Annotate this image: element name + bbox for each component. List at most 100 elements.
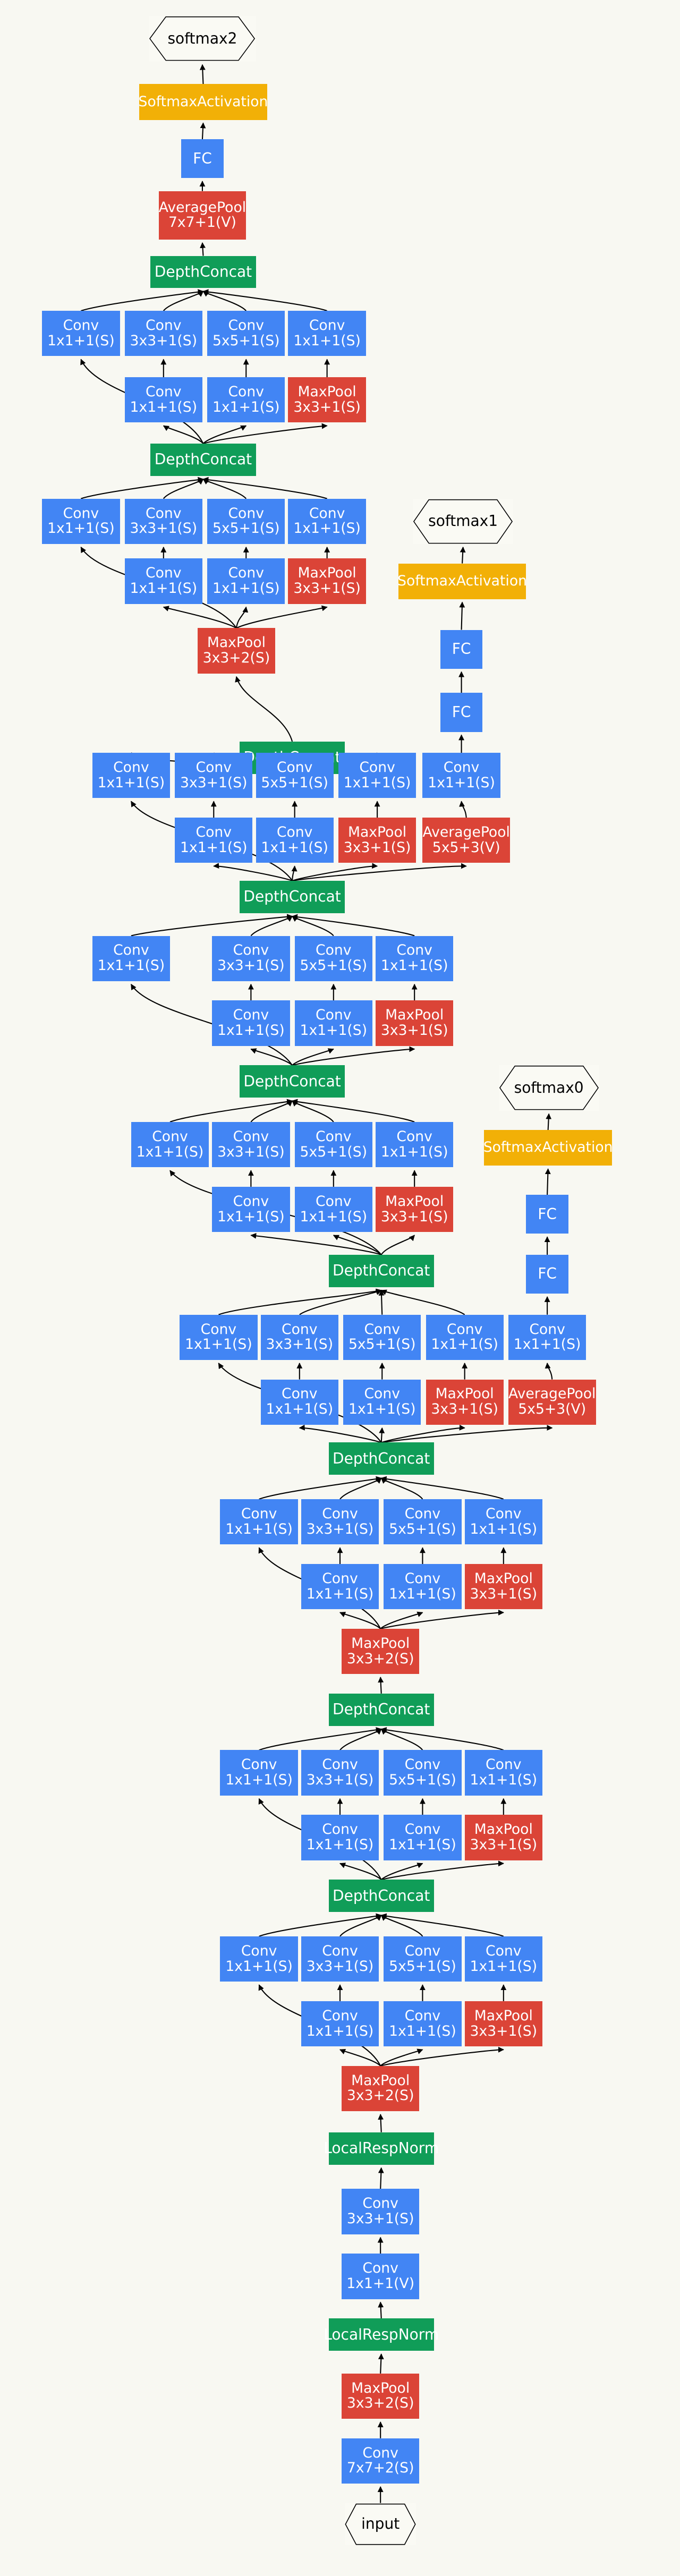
node-fc1a[interactable]: FC [440,693,483,732]
node-dc3[interactable]: DepthConcat [328,1442,434,1475]
node-lrn1[interactable]: LocalRespNorm [324,2318,439,2351]
node-dc5[interactable]: DepthConcat [240,1065,345,1098]
node-sact0[interactable]: SoftmaxActivation [483,1130,613,1166]
node-dc8[interactable]: DepthConcat [150,444,256,476]
node-softmax0[interactable]: softmax0 [498,1065,599,1111]
node-fc1b[interactable]: FC [440,630,483,669]
node-dc6[interactable]: DepthConcat [240,880,345,913]
node-softmax1[interactable]: softmax1 [413,498,514,544]
node-sact1[interactable]: SoftmaxActivation [397,563,527,599]
node-dc9[interactable]: DepthConcat [150,256,256,288]
node-fc0b[interactable]: FC [526,1195,568,1234]
node-softmax2[interactable]: softmax2 [149,16,256,62]
node-fc0a[interactable]: FC [526,1254,568,1294]
node-dc4[interactable]: DepthConcat [328,1254,434,1287]
node-fc2[interactable]: FC [181,139,224,178]
node-sact2[interactable]: SoftmaxActivation [139,84,268,120]
node-dc2[interactable]: DepthConcat [328,1693,434,1726]
node-lrn2[interactable]: LocalRespNorm [324,2132,439,2165]
node-label-line1: MaxPool [435,1385,494,1402]
node-input[interactable]: input [345,2503,416,2545]
node-dc1[interactable]: DepthConcat [328,1880,434,1912]
